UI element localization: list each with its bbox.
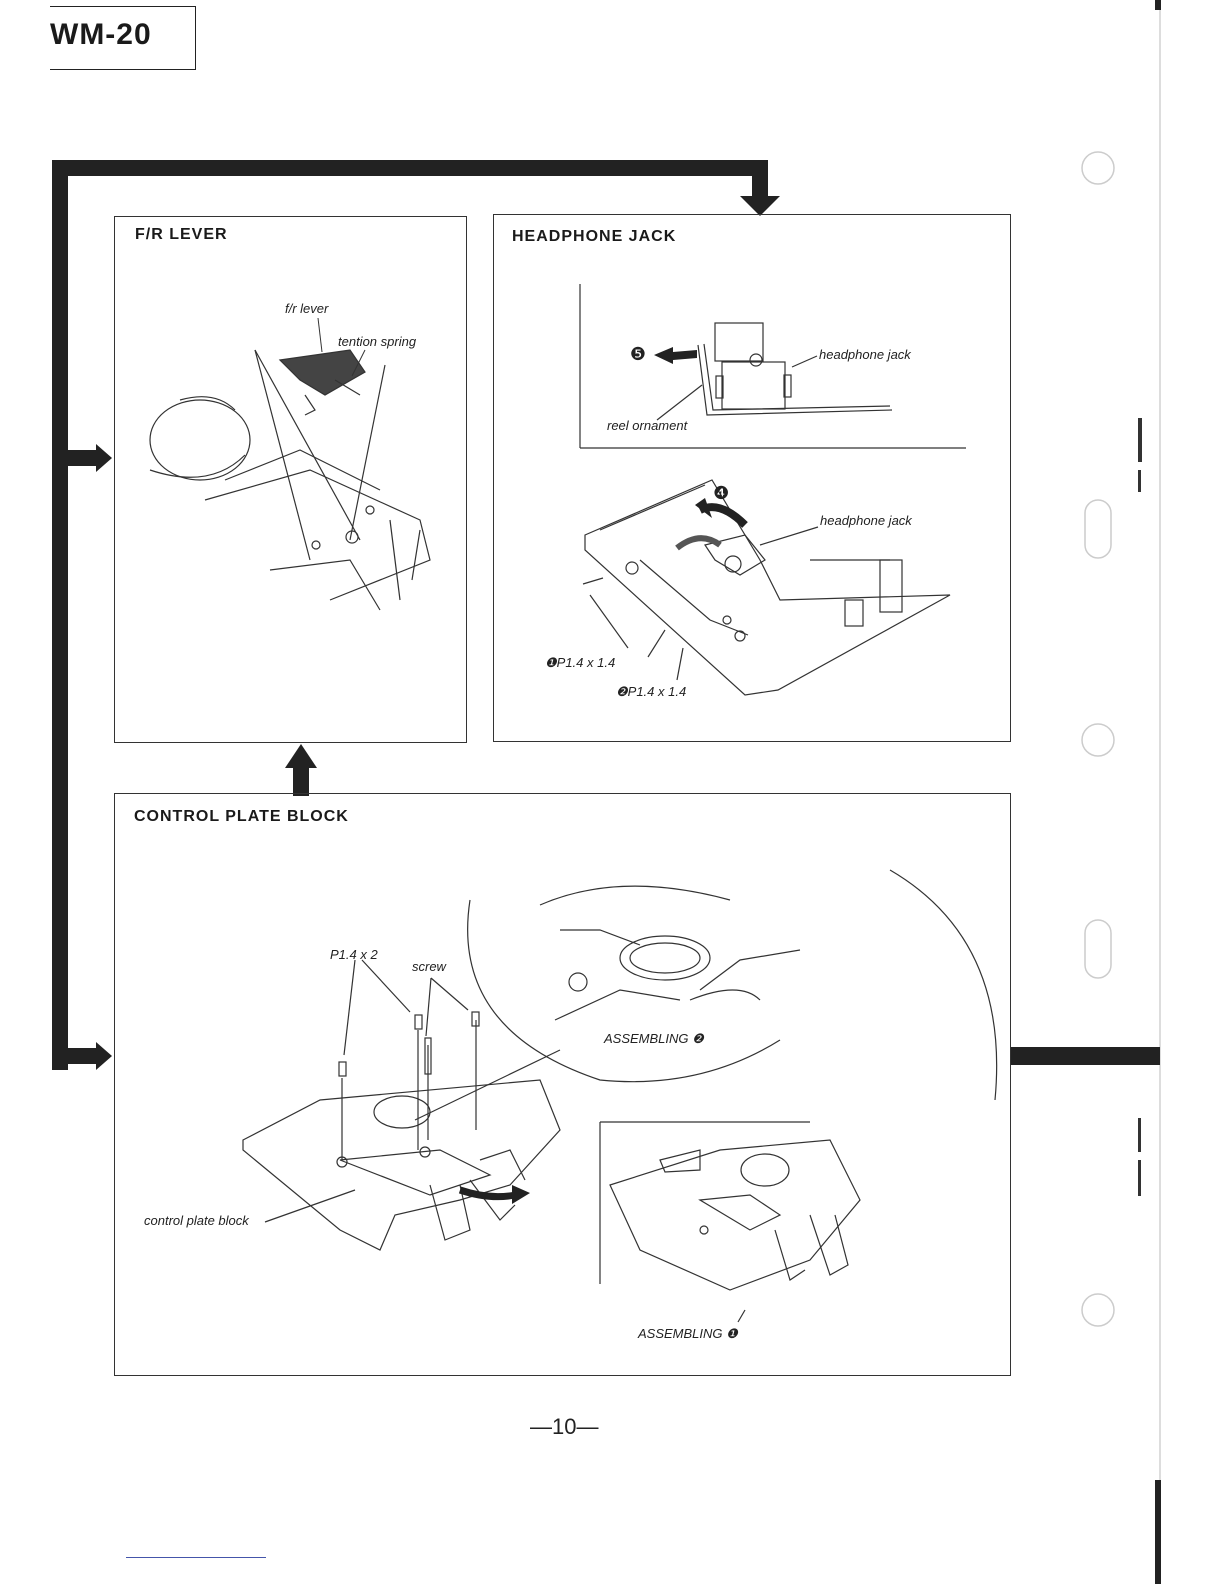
screw2-label: ❷P1.4 x 1.4 xyxy=(616,684,686,700)
reel-ornament-label: reel ornament xyxy=(607,418,687,433)
tention-spring-label: tention spring xyxy=(338,334,416,349)
headphone-jack-title: HEADPHONE JACK xyxy=(512,228,676,246)
fr-lever-title: F/R LEVER xyxy=(135,226,228,244)
screw1-label: ❶P1.4 x 1.4 xyxy=(545,655,615,671)
assembling1-label: ASSEMBLING ❶ xyxy=(638,1326,738,1342)
fr-lever-panel xyxy=(114,216,467,743)
binder-hole-4 xyxy=(1085,920,1111,978)
binder-hole-5 xyxy=(1082,1294,1114,1326)
binder-hole-1 xyxy=(1082,152,1114,184)
binder-hole-3 xyxy=(1082,724,1114,756)
p14x2-label: P1.4 x 2 xyxy=(330,947,378,962)
step5-marker: ❺ xyxy=(630,344,646,365)
headphone-jack-bottom-label: headphone jack xyxy=(820,513,912,528)
control-plate-panel xyxy=(114,793,1011,1376)
headphone-jack-top-label: headphone jack xyxy=(819,347,911,362)
binder-hole-2 xyxy=(1085,500,1111,558)
control-plate-title: CONTROL PLATE BLOCK xyxy=(134,808,349,826)
page-number: —10— xyxy=(530,1414,598,1440)
assembling2-label: ASSEMBLING ❷ xyxy=(604,1031,704,1047)
step4-marker: ❹ xyxy=(713,483,729,504)
screw-label: screw xyxy=(412,959,446,974)
fr-lever-label: f/r lever xyxy=(285,301,328,316)
control-plate-block-label: control plate block xyxy=(144,1213,249,1228)
footer-rule xyxy=(126,1557,266,1558)
